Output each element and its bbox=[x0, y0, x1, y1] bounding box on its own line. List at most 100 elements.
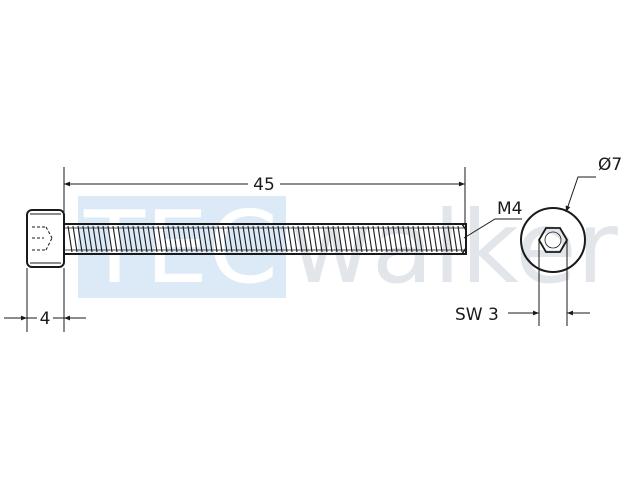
thread-line bbox=[192, 225, 198, 253]
thread-line bbox=[202, 225, 208, 253]
thread-line bbox=[157, 225, 163, 253]
thread-line bbox=[267, 225, 273, 253]
thread-line bbox=[67, 225, 73, 253]
thread-line bbox=[172, 225, 178, 253]
thread-line bbox=[312, 225, 318, 253]
thread-line bbox=[132, 225, 138, 253]
thread-line bbox=[162, 225, 168, 253]
thread-line bbox=[332, 225, 338, 253]
dim-length-text: 45 bbox=[253, 175, 275, 195]
thread-line bbox=[212, 225, 218, 253]
thread-line bbox=[302, 225, 308, 253]
diameter-label: Ø7 bbox=[598, 155, 622, 175]
thread-line bbox=[87, 225, 93, 253]
thread-line bbox=[317, 225, 323, 253]
thread-line bbox=[382, 225, 388, 253]
thread-line bbox=[407, 225, 413, 253]
thread-line bbox=[347, 225, 353, 253]
thread-line bbox=[387, 225, 393, 253]
thread-line bbox=[372, 225, 378, 253]
thread-line bbox=[287, 225, 293, 253]
thread-line bbox=[277, 225, 283, 253]
thread-line bbox=[352, 225, 358, 253]
thread-label: M4 bbox=[497, 199, 522, 219]
thread-line bbox=[232, 225, 238, 253]
thread-line bbox=[357, 225, 363, 253]
thread-line bbox=[222, 225, 228, 253]
thread-line bbox=[362, 225, 368, 253]
thread-line bbox=[117, 225, 123, 253]
thread-line bbox=[77, 225, 83, 253]
thread-line bbox=[327, 225, 333, 253]
thread-line bbox=[247, 225, 253, 253]
thread-line bbox=[187, 225, 193, 253]
thread-callout bbox=[463, 218, 522, 239]
dim-head bbox=[4, 268, 86, 332]
thread-line bbox=[442, 225, 448, 253]
dim-text-bg-head bbox=[37, 308, 53, 328]
watermark-text-1: TEC bbox=[83, 189, 278, 306]
thread-line bbox=[322, 225, 328, 253]
thread-line bbox=[262, 225, 268, 253]
thread-line bbox=[427, 225, 433, 253]
thread-line bbox=[282, 225, 288, 253]
thread-leader bbox=[463, 218, 522, 239]
thread-line bbox=[307, 225, 313, 253]
thread-line bbox=[197, 225, 203, 253]
thread-chamfer-top bbox=[461, 223, 467, 231]
thread-line bbox=[127, 225, 133, 253]
thread-line bbox=[217, 225, 223, 253]
thread-line bbox=[397, 225, 403, 253]
thread-line bbox=[402, 225, 408, 253]
screw-shank bbox=[63, 223, 467, 255]
thread-line bbox=[107, 225, 113, 253]
thread-line bbox=[417, 225, 423, 253]
thread-line bbox=[272, 225, 278, 253]
thread-line bbox=[112, 225, 118, 253]
thread-line bbox=[182, 225, 188, 253]
socket-label: SW 3 bbox=[455, 305, 499, 325]
head-circle bbox=[520, 207, 586, 273]
thread-line bbox=[432, 225, 438, 253]
watermark: TEC walker bbox=[78, 189, 619, 306]
thread-line bbox=[72, 225, 78, 253]
thread-line bbox=[342, 225, 348, 253]
thread-line bbox=[147, 225, 153, 253]
thread-line bbox=[137, 225, 143, 253]
thread-line bbox=[167, 225, 173, 253]
thread-line bbox=[152, 225, 158, 253]
dim-text-bg-length bbox=[248, 173, 280, 195]
dim-head-text: 4 bbox=[40, 309, 51, 329]
thread-line bbox=[177, 225, 183, 253]
diameter-leader bbox=[565, 176, 596, 213]
watermark-text-2: walker bbox=[290, 189, 619, 306]
thread-line bbox=[122, 225, 128, 253]
thread-lines bbox=[67, 225, 463, 253]
thread-line bbox=[392, 225, 398, 253]
screw-side-view bbox=[26, 209, 467, 268]
thread-line bbox=[297, 225, 303, 253]
thread-line bbox=[337, 225, 343, 253]
thread-line bbox=[412, 225, 418, 253]
thread-line bbox=[377, 225, 383, 253]
thread-line bbox=[92, 225, 98, 253]
thread-chamfer-bottom bbox=[461, 247, 467, 255]
diameter-callout bbox=[565, 176, 596, 213]
thread-line bbox=[102, 225, 108, 253]
thread-line bbox=[367, 225, 373, 253]
thread-line bbox=[207, 225, 213, 253]
thread-line bbox=[422, 225, 428, 253]
thread-line bbox=[82, 225, 88, 253]
socket-inner-circle bbox=[544, 231, 562, 249]
thread-line bbox=[292, 225, 298, 253]
thread-line bbox=[457, 225, 463, 253]
thread-line bbox=[237, 225, 243, 253]
thread-line bbox=[257, 225, 263, 253]
thread-line bbox=[447, 225, 453, 253]
thread-line bbox=[227, 225, 233, 253]
thread-line bbox=[142, 225, 148, 253]
thread-line bbox=[252, 225, 258, 253]
socket-hidden-lines bbox=[32, 226, 53, 251]
